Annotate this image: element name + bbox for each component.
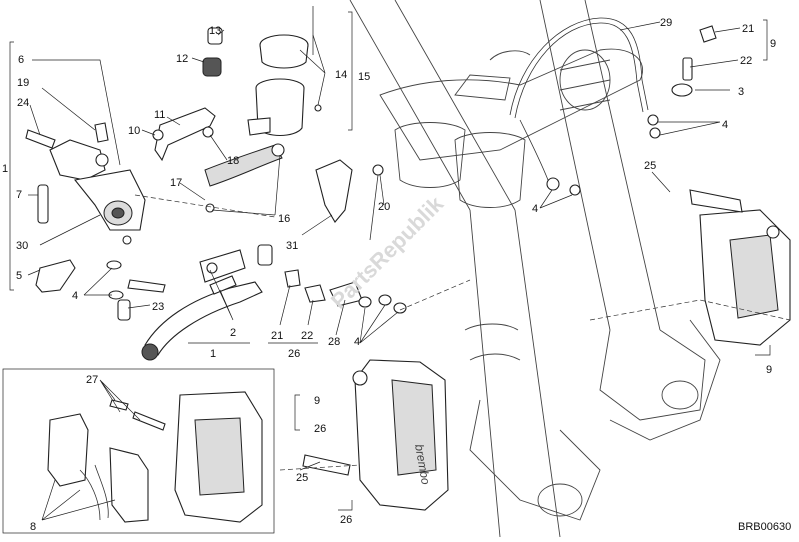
callout-5: 5: [16, 270, 22, 282]
group-braces: [9, 11, 771, 511]
pad-kit-inset: [2, 368, 300, 534]
callout-22-right: 22: [740, 55, 752, 67]
callout-12: 12: [176, 53, 188, 65]
callout-13: 13: [209, 25, 221, 37]
callout-26-left: 26: [288, 348, 300, 360]
leader-lines: [27, 21, 791, 521]
callout-23: 23: [152, 301, 164, 313]
callout-6: 6: [18, 54, 24, 66]
callout-3: 3: [738, 86, 744, 98]
callout-4-right: 4: [722, 119, 728, 131]
callout-20: 20: [378, 201, 390, 213]
banjo-bolt-right: [671, 25, 717, 97]
callout-28: 28: [328, 336, 340, 348]
drawing-code: BRB00630: [738, 521, 791, 533]
callout-labels: 13 12 6 19 24 1 7 30 5 4 23 11 10 17 18 …: [2, 17, 776, 533]
fork-assembly: [349, 0, 721, 538]
right-caliper: [689, 189, 791, 346]
callout-4-left: 4: [72, 290, 78, 302]
callout-31: 31: [286, 240, 298, 252]
callout-21-right: 21: [742, 23, 754, 35]
callout-14: 14: [335, 69, 347, 81]
callout-27: 27: [86, 374, 98, 386]
callout-9-top: 9: [770, 38, 776, 50]
callout-9-inset: 9: [314, 395, 320, 407]
callout-4-hose: 4: [532, 203, 538, 215]
callout-1-lever: 1: [210, 348, 216, 360]
callout-1-group: 1: [2, 163, 8, 175]
callout-10: 10: [128, 125, 140, 137]
callout-29: 29: [660, 17, 672, 29]
callout-26-inset: 26: [314, 423, 326, 435]
callout-26-bottom: 26: [340, 514, 352, 526]
callout-17: 17: [170, 177, 182, 189]
callout-8: 8: [30, 521, 36, 533]
left-caliper: brembo: [302, 359, 449, 511]
callout-7: 7: [16, 189, 22, 201]
callout-2: 2: [230, 327, 236, 339]
callout-22-left: 22: [301, 330, 313, 342]
callout-9-right: 9: [766, 364, 772, 376]
callout-18: 18: [227, 155, 239, 167]
callout-30: 30: [16, 240, 28, 252]
callout-25-right: 25: [644, 160, 656, 172]
callout-25-left: 25: [296, 472, 308, 484]
fittings: [35, 159, 407, 321]
fluid-reservoir: [152, 6, 322, 213]
brake-hose: [509, 17, 661, 196]
inset-frame: [2, 368, 275, 534]
callout-24: 24: [17, 97, 29, 109]
callout-21-left: 21: [271, 330, 283, 342]
callout-16: 16: [278, 213, 290, 225]
callout-15: 15: [358, 71, 370, 83]
callout-19: 19: [17, 77, 29, 89]
callout-11: 11: [154, 109, 165, 121]
brake-lever: [141, 244, 273, 361]
master-cylinder: [25, 122, 146, 245]
callout-4-center: 4: [354, 336, 360, 348]
